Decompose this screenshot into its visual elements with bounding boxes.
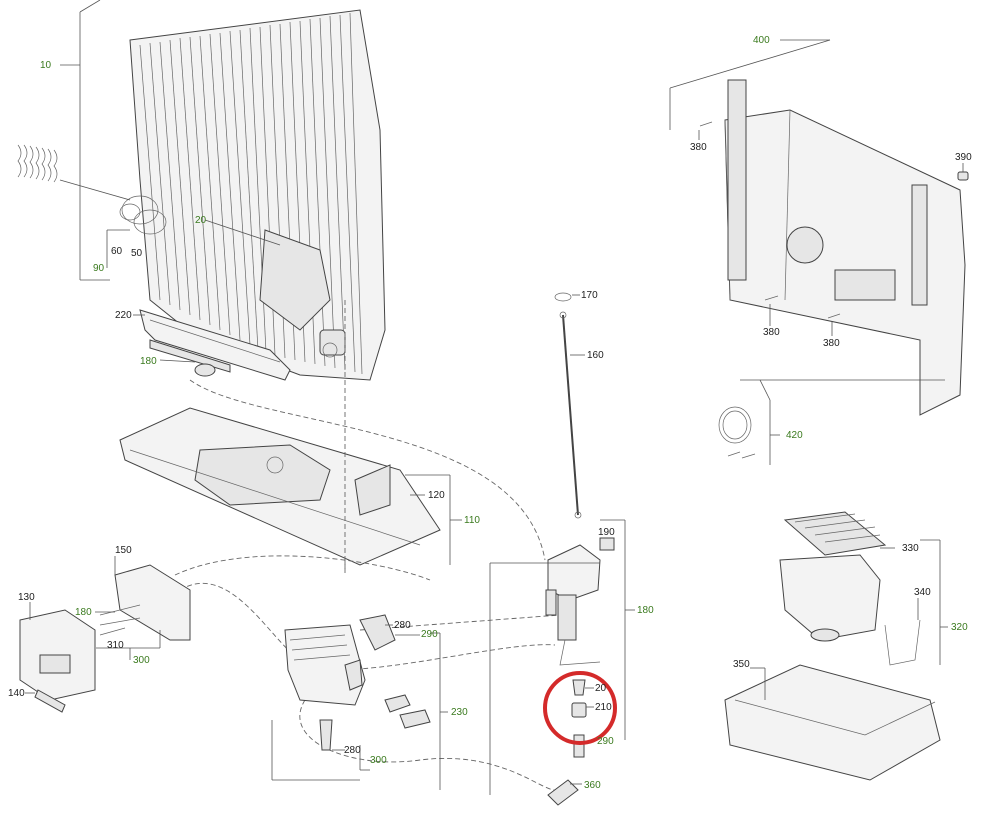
seal-ring-420-part <box>718 406 756 459</box>
screws-380-part <box>699 121 841 319</box>
label-90: 90 <box>93 263 105 274</box>
cover-150-part <box>114 564 191 641</box>
label-380-b: 380 <box>763 327 780 338</box>
label-400: 400 <box>753 35 770 46</box>
bracket-220-part <box>139 309 291 381</box>
label-280-bottom: 280 <box>344 745 361 756</box>
label-190: 190 <box>598 527 615 538</box>
pin-140-part <box>34 689 66 713</box>
label-330: 330 <box>902 543 919 554</box>
tray-320-part <box>779 554 881 642</box>
control-box-130-part <box>19 609 96 701</box>
label-210: 210 <box>595 702 612 713</box>
outer-cover-400-part <box>724 79 966 416</box>
label-180-tube: 180 <box>140 356 157 367</box>
label-300-bottom: 300 <box>370 755 387 766</box>
coil-spring-part <box>17 144 58 183</box>
label-380-c: 380 <box>823 338 840 349</box>
drip-tray-350-part <box>724 664 941 781</box>
label-60: 60 <box>111 246 123 257</box>
part-number-labels: 10 20 60 50 90 220 180 170 160 120 110 1… <box>8 35 972 791</box>
heat-exchanger-part <box>129 9 386 381</box>
label-180-valve: 180 <box>637 605 654 616</box>
label-420: 420 <box>786 430 803 441</box>
label-360: 360 <box>584 780 601 791</box>
label-380-a: 380 <box>690 142 707 153</box>
label-50: 50 <box>131 248 143 259</box>
label-290-top: 290 <box>421 629 438 640</box>
rod-160-part <box>554 292 582 519</box>
label-130: 130 <box>18 592 35 603</box>
screw-390-part <box>957 171 969 181</box>
fittings-310-part <box>99 604 141 636</box>
label-220: 220 <box>115 310 132 321</box>
base-tray-110-part <box>119 407 441 566</box>
label-350: 350 <box>733 659 750 670</box>
label-120: 120 <box>428 490 445 501</box>
label-110: 110 <box>464 515 480 526</box>
grill-330-part <box>783 511 887 556</box>
label-170: 170 <box>581 290 598 301</box>
highlight-circle <box>543 671 617 745</box>
label-320: 320 <box>951 622 968 633</box>
label-310: 310 <box>107 640 124 651</box>
gas-valve-180-part <box>545 537 615 666</box>
small-valve-parts <box>547 679 587 806</box>
seal-rings-part <box>119 195 167 235</box>
label-280-top: 280 <box>394 620 411 631</box>
label-300-left: 300 <box>133 655 150 666</box>
label-160: 160 <box>587 350 604 361</box>
label-290-bottom: 290 <box>597 736 614 747</box>
label-20-small: 20 <box>595 683 607 694</box>
sensor-tube-180-part <box>149 339 231 377</box>
clip-340-part <box>884 619 921 666</box>
label-340: 340 <box>914 587 931 598</box>
label-230: 230 <box>451 707 468 718</box>
label-20: 20 <box>195 215 207 226</box>
label-150: 150 <box>115 545 132 556</box>
label-180-fitting: 180 <box>75 607 92 618</box>
label-10: 10 <box>40 60 52 71</box>
burner-230-part <box>284 614 431 751</box>
label-390: 390 <box>955 152 972 163</box>
label-140: 140 <box>8 688 25 699</box>
